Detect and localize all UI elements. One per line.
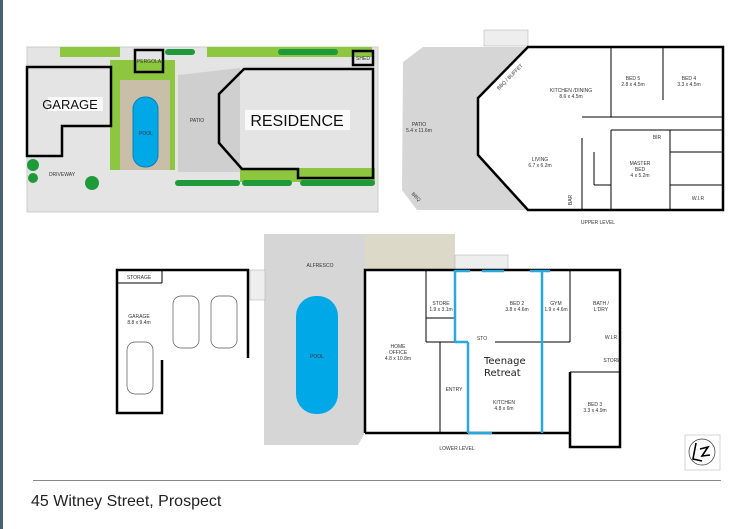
lower-garage-size: 8.8 x 9.4m <box>127 320 150 326</box>
master-name: MASTER <box>630 161 651 167</box>
upper-bbq: BBQ <box>410 191 422 203</box>
retreat-line2: Retreat <box>484 368 521 379</box>
upper-bir: BIR <box>653 135 662 141</box>
north-arrow-icon <box>684 434 721 471</box>
footer-divider <box>33 480 721 481</box>
teenage-retreat-outline <box>453 269 550 435</box>
living-name: LIVING <box>532 157 549 163</box>
bath-name2: L'DRY <box>594 307 609 313</box>
alfresco-label: ALFRESCO <box>307 263 334 269</box>
storage-label: STORAGE <box>127 275 152 281</box>
site-pool-label: POOL <box>139 131 153 137</box>
gym-name: GYM <box>550 301 561 307</box>
bed3-size: 3.3 x 4.9m <box>583 408 606 414</box>
master-name2: BED <box>635 167 646 173</box>
site-plan: GARAGE RESIDENCE POOL PATIO PERGOLA SHED… <box>25 46 379 213</box>
upper-wir: W.I.R <box>692 196 705 202</box>
bed4-size: 3.3 x 4.5m <box>677 82 700 88</box>
site-driveway-label: DRIVEWAY <box>49 172 76 178</box>
site-residence-label: RESIDENCE <box>250 113 343 130</box>
office-name: HOME <box>391 344 407 350</box>
retreat-line1: Teenage <box>483 356 526 367</box>
property-address: 45 Witney Street, Prospect <box>31 493 222 510</box>
cars <box>126 295 238 395</box>
hedges <box>27 49 375 190</box>
bed2-name: BED 2 <box>510 301 525 307</box>
gym-size: 1.9 x 4.6m <box>544 307 567 313</box>
lower-kitchen-name: KITCHEN <box>493 400 515 406</box>
living-size: 6.7 x 6.2m <box>528 163 551 169</box>
bed5-size: 2.8 x 4.5m <box>621 82 644 88</box>
wlr-label: W.I.R <box>605 335 618 341</box>
bed5-name: BED 5 <box>626 76 641 82</box>
lower-pool <box>296 296 338 414</box>
upper-patio-size: 5.4 x 11.6m <box>406 128 432 134</box>
store-name: STORE <box>432 301 450 307</box>
bed3-name: BED 3 <box>588 402 603 408</box>
site-pergola-label: PERGOLA <box>137 59 162 65</box>
lower-level: ALFRESCO POOL STORAGE GARAGE 8.8 x 9.4m … <box>115 234 622 452</box>
office-size: 4.8 x 10.8m <box>385 356 411 362</box>
bed4-name: BED 4 <box>682 76 697 82</box>
upper-kitchen-size: 8.6 x 4.5m <box>559 94 582 100</box>
upper-patio <box>402 47 528 210</box>
site-pergola <box>133 48 165 74</box>
site-shed-label: SHED <box>356 56 370 62</box>
upper-patio-name: PATIO <box>412 122 426 128</box>
site-pool <box>132 96 159 168</box>
site-patio-label: PATIO <box>190 118 204 124</box>
site-shed <box>351 49 375 67</box>
upper-level: PATIO 5.4 x 11.6m KITCHEN /DINING 8.6 x … <box>402 29 725 226</box>
site-residence <box>217 67 375 180</box>
store-size: 1.9 x 3.1m <box>429 307 452 313</box>
site-patio <box>178 68 240 172</box>
bath-name: BATH / <box>593 301 609 307</box>
office-name2: OFFICE <box>389 350 408 356</box>
lower-garage-name: GARAGE <box>128 314 150 320</box>
entry-label: ENTRY <box>446 387 464 393</box>
master-size: 4 x 5.2m <box>630 173 649 179</box>
bed2-size: 3.8 x 4.6m <box>505 307 528 313</box>
page-edge <box>0 0 3 529</box>
lower-pool-label: POOL <box>310 354 324 360</box>
sto-label: STO <box>477 336 487 342</box>
lower-kitchen-size: 4.8 x 6m <box>494 406 513 412</box>
site-garage-label: GARAGE <box>42 97 98 112</box>
lower-level-title: LOWER LEVEL <box>439 446 475 452</box>
site-garage <box>25 65 113 158</box>
upper-kitchen-name: KITCHEN /DINING <box>550 88 592 94</box>
upper-level-title: UPPER LEVEL <box>581 220 615 226</box>
upper-bar: BAR <box>568 194 574 205</box>
store2-label: STORE <box>603 358 621 364</box>
